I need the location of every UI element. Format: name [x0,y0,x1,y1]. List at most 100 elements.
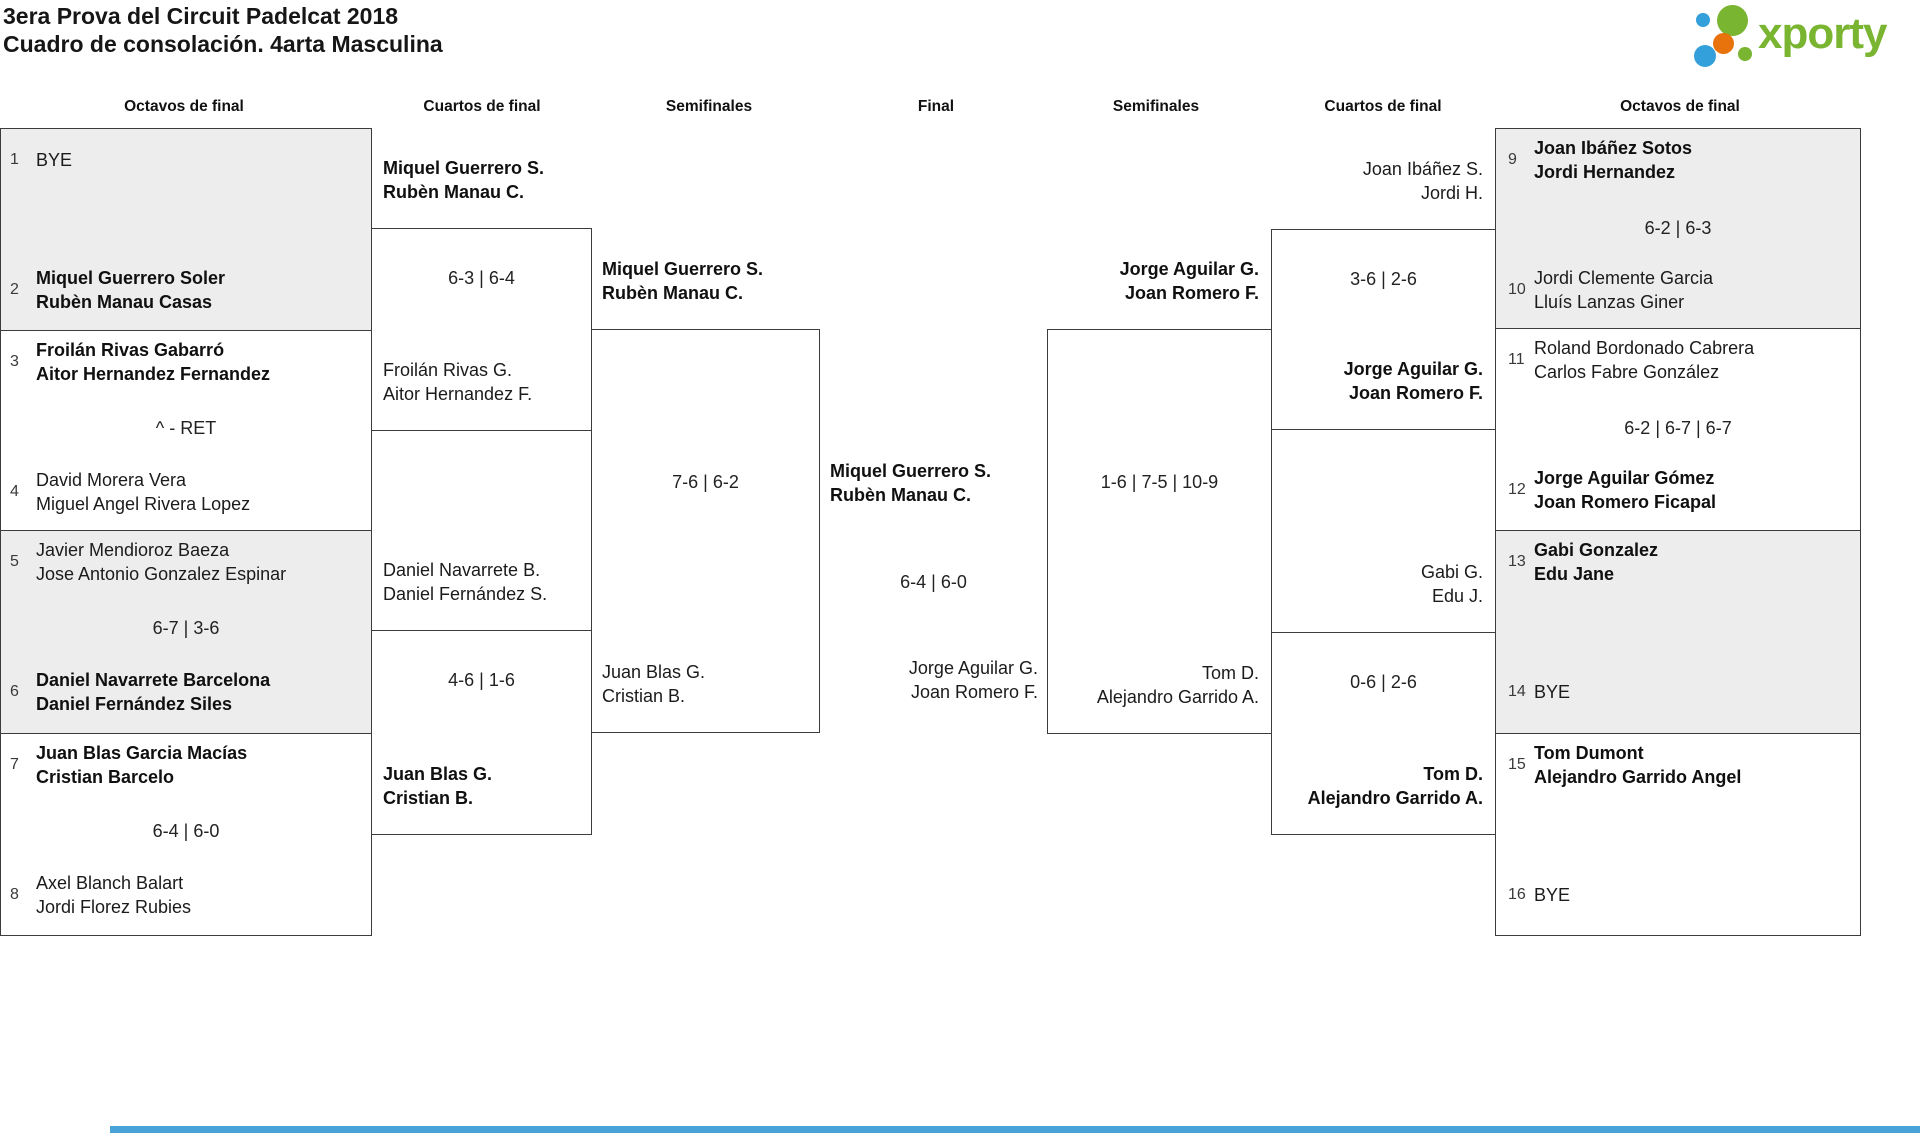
sf-left-top-team: Miquel Guerrero S.Rubèn Manau C. [602,259,764,303]
horizontal-scrollbar[interactable] [110,1126,1920,1133]
qf2-score: 4-6 | 1-6 [448,670,515,690]
final-winner-team: Miquel Guerrero S.Rubèn Manau C. [830,461,992,505]
cuartos-left-box-2 [371,630,592,835]
octavos-right-box-1 [1495,128,1861,329]
entry-2-seed: 2 [10,281,19,298]
qf3-bottom-team: Jorge Aguilar G.Joan Romero F. [1343,359,1483,403]
round-header-right-octavos: Octavos de final [1620,98,1740,115]
page-title-line2: Cuadro de consolación. 4arta Masculina [3,31,443,57]
sf-left-bottom-team: Juan Blas G.Cristian B. [602,662,706,706]
qf3-score: 3-6 | 2-6 [1350,269,1417,289]
logo-dot-blue-small [1696,13,1710,27]
round-header-right-semis: Semifinales [1112,98,1200,115]
sf-right-top-team: Jorge Aguilar G.Joan Romero F. [1119,259,1259,303]
final-runnerup-team: Jorge Aguilar G.Joan Romero F. [908,658,1038,702]
entry-12-seed: 12 [1508,481,1526,498]
entry-3-seed: 3 [10,353,19,370]
entry-4-seed: 4 [10,483,19,500]
entry-1: 1 BYE [6,136,366,184]
final-score: 6-4 | 6-0 [900,572,967,592]
entry-11-seed: 11 [1508,351,1525,368]
round-header-right-cuartos: Cuartos de final [1324,98,1442,115]
page-title: 3era Prova del Circuit Padelcat 2018 Cua… [3,2,443,58]
octavos-left-box-4 [0,733,372,936]
entry-16-names: BYE [1534,885,1571,905]
octavos-match5-score: 6-2 | 6-3 [1644,218,1712,238]
cuartos-right-box-1 [1271,229,1496,430]
entry-14-seed: 14 [1508,683,1526,700]
octavos-left-box-1 [0,128,372,331]
entry-13-seed: 13 [1508,553,1526,570]
round-header-left-cuartos: Cuartos de final [423,98,541,115]
entry-15-seed: 15 [1508,756,1526,773]
qf2-top-team: Daniel Navarrete B.Daniel Fernández S. [383,560,548,604]
cuartos-right-box-2 [1271,632,1496,835]
qf4-bottom-team: Tom D.Alejandro Garrido A. [1307,764,1483,808]
entry-14: 14 BYE [1504,668,1854,716]
sf-left-score: 7-6 | 6-2 [672,472,739,492]
entry-9-seed: 9 [1508,151,1517,168]
entry-16-seed: 16 [1508,886,1526,903]
entry-6-seed: 6 [10,683,19,700]
octavos-match6-score: 6-2 | 6-7 | 6-7 [1624,418,1732,438]
entry-7-seed: 7 [10,756,19,773]
logo-wordmark: xporty [1758,9,1887,58]
xporty-logo[interactable]: xporty [1688,0,1918,70]
sf-right-bottom-team: Tom D.Alejandro Garrido A. [1096,663,1259,707]
sf-right-score: 1-6 | 7-5 | 10-9 [1100,472,1219,492]
logo-dot-orange [1713,33,1734,54]
octavos-left-box-2 [0,330,372,531]
logo-dot-green-small [1738,47,1752,61]
qf1-bottom-team: Froilán Rivas G.Aitor Hernandez F. [383,360,533,404]
round-header-final: Final [917,98,955,115]
qf2-bottom-team: Juan Blas G.Cristian B. [383,764,493,808]
qf1-top-team: Miquel Guerrero S.Rubèn Manau C. [383,158,545,202]
qf3-top-team: Joan Ibáñez S.Jordi H. [1362,159,1483,203]
semifinal-right-box [1047,329,1272,734]
entry-5-seed: 5 [10,553,19,570]
octavos-match4-score: 6-4 | 6-0 [152,821,220,841]
octavos-right-box-4 [1495,733,1861,936]
entry-1-seed: 1 [10,151,19,168]
logo-dot-blue-medium [1694,45,1716,67]
logo-dot-green-large [1717,5,1748,36]
entry-14-names: BYE [1534,682,1571,702]
entry-16: 16 BYE [1504,871,1854,919]
octavos-right-box-3 [1495,530,1861,734]
page-title-line1: 3era Prova del Circuit Padelcat 2018 [3,3,399,29]
round-header-left-semis: Semifinales [665,98,753,115]
qf4-score: 0-6 | 2-6 [1350,672,1417,692]
entry-10-seed: 10 [1508,281,1526,298]
round-header-left-octavos: Octavos de final [124,98,244,115]
qf4-top-team: Gabi G.Edu J. [1420,562,1483,606]
octavos-match2-score: ^ - RET [155,418,217,438]
cuartos-left-box-1 [371,228,592,431]
octavos-match3-score: 6-7 | 3-6 [152,618,220,638]
